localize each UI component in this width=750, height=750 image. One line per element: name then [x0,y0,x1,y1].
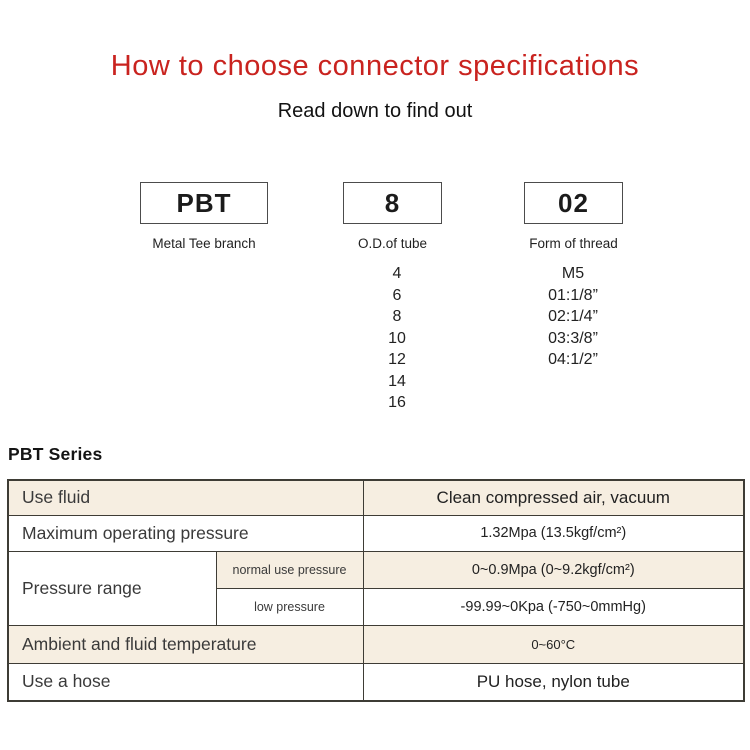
table-row-low-pressure: low pressure -99.99~0Kpa (-750~0mmHg) [8,587,745,626]
thread-option: 01:1/8” [548,286,598,304]
row-label-hose: Use a hose [7,662,364,702]
row-label-pressure-range: Pressure range [7,550,217,626]
table-row-max-pressure: Maximum operating pressure 1.32Mpa (13.5… [7,514,745,552]
tube-od-option: 6 [392,286,402,304]
tube-od-options: 4 6 8 10 12 14 16 [343,263,451,414]
table-row-hose: Use a hose PU hose, nylon tube [7,662,745,702]
thread-option: 04:1/2” [548,351,598,368]
code-box-tube-od: 8 [343,182,442,224]
page-title: How to choose connector specifications [110,50,640,82]
code-label-thread: Form of thread [529,236,618,251]
code-box-tube-od-text: 8 [384,187,401,218]
row-value-max-pressure: 1.32Mpa (13.5kgf/cm²) [362,514,745,552]
table-row-temperature: Ambient and fluid temperature 0~60°C [7,624,745,664]
row-label-max-pressure: Maximum operating pressure [7,514,364,552]
spec-table: Use fluid Clean compressed air, vacuum M… [7,479,745,702]
code-box-series: PBT [140,182,268,224]
code-box-thread: 02 [524,182,623,224]
tube-od-option: 12 [388,351,406,368]
thread-options: M5 01:1/8” 02:1/4” 03:3/8” 04:1/2” [511,263,635,371]
row-value-normal-pressure: 0~0.9Mpa (0~9.2kgf/cm²) [362,550,745,589]
tube-od-option: 4 [392,265,402,282]
table-row-normal-pressure: Pressure range normal use pressure 0~0.9… [7,550,745,626]
code-label-series: Metal Tee branch [152,236,256,251]
row-value-low-pressure: -99.99~0Kpa (-750~0mmHg) [362,587,745,626]
page-subtitle: Read down to find out [277,100,473,122]
tube-od-option: 16 [388,394,406,411]
code-label-tube-od: O.D.of tube [357,236,428,251]
row-value-hose: PU hose, nylon tube [362,662,745,702]
series-heading: PBT Series [8,444,103,464]
thread-option: M5 [561,265,585,282]
sub-label-normal-pressure: normal use pressure [215,550,364,589]
thread-option: 03:3/8” [548,329,598,347]
thread-option: 02:1/4” [548,308,598,325]
tube-od-option: 8 [392,308,402,325]
code-box-series-text: PBT [176,187,232,218]
row-value-temperature: 0~60°C [362,624,745,664]
sub-label-low-pressure: low pressure [215,587,364,626]
row-label-temperature: Ambient and fluid temperature [7,624,364,664]
row-value-use-fluid: Clean compressed air, vacuum [362,479,745,516]
code-box-thread-text: 02 [558,187,589,218]
tube-od-option: 14 [388,372,406,390]
table-row-use-fluid: Use fluid Clean compressed air, vacuum [7,479,745,516]
tube-od-option: 10 [388,329,406,347]
row-label-use-fluid: Use fluid [7,479,364,516]
